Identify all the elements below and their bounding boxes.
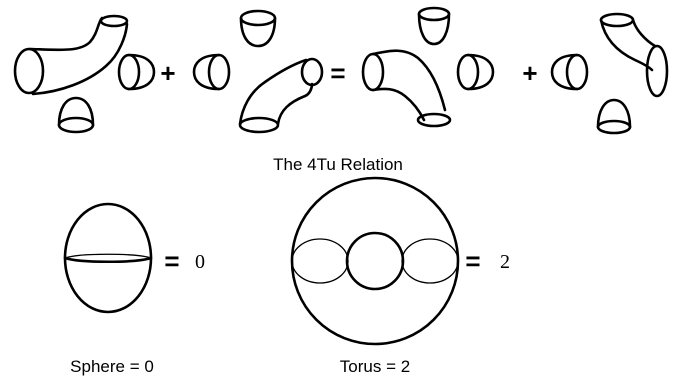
sphere-icon bbox=[63, 202, 153, 314]
torus-caption: Torus = 2 bbox=[340, 357, 410, 376]
cup-icon-right bbox=[117, 53, 156, 91]
torus-value: 2 bbox=[500, 251, 510, 273]
cup-icon-bottom bbox=[57, 96, 95, 134]
cup-icon-left bbox=[192, 53, 231, 91]
plus-sign-2: + bbox=[522, 58, 537, 88]
tube-icon bbox=[238, 57, 324, 134]
relation-caption: The 4Tu Relation bbox=[273, 155, 403, 174]
tube-icon bbox=[13, 14, 129, 96]
tube-icon bbox=[599, 12, 669, 98]
cup-icon-top bbox=[417, 6, 451, 46]
plus-sign-1: + bbox=[160, 58, 175, 88]
sphere-equals: = bbox=[164, 246, 179, 276]
equals-sign: = bbox=[330, 58, 345, 88]
term-2 bbox=[192, 9, 324, 134]
term-1 bbox=[13, 14, 156, 134]
term-4 bbox=[550, 12, 669, 135]
cup-icon-top bbox=[239, 9, 277, 48]
sphere-caption: Sphere = 0 bbox=[70, 357, 154, 376]
tube-icon bbox=[361, 49, 452, 128]
cup-icon-right bbox=[456, 53, 495, 91]
cup-icon-bottom bbox=[596, 98, 632, 135]
torus-equals: = bbox=[465, 246, 480, 276]
term-3 bbox=[361, 6, 495, 128]
torus-icon bbox=[290, 176, 460, 346]
cup-icon-left bbox=[550, 53, 589, 91]
sphere-value: 0 bbox=[195, 251, 205, 273]
